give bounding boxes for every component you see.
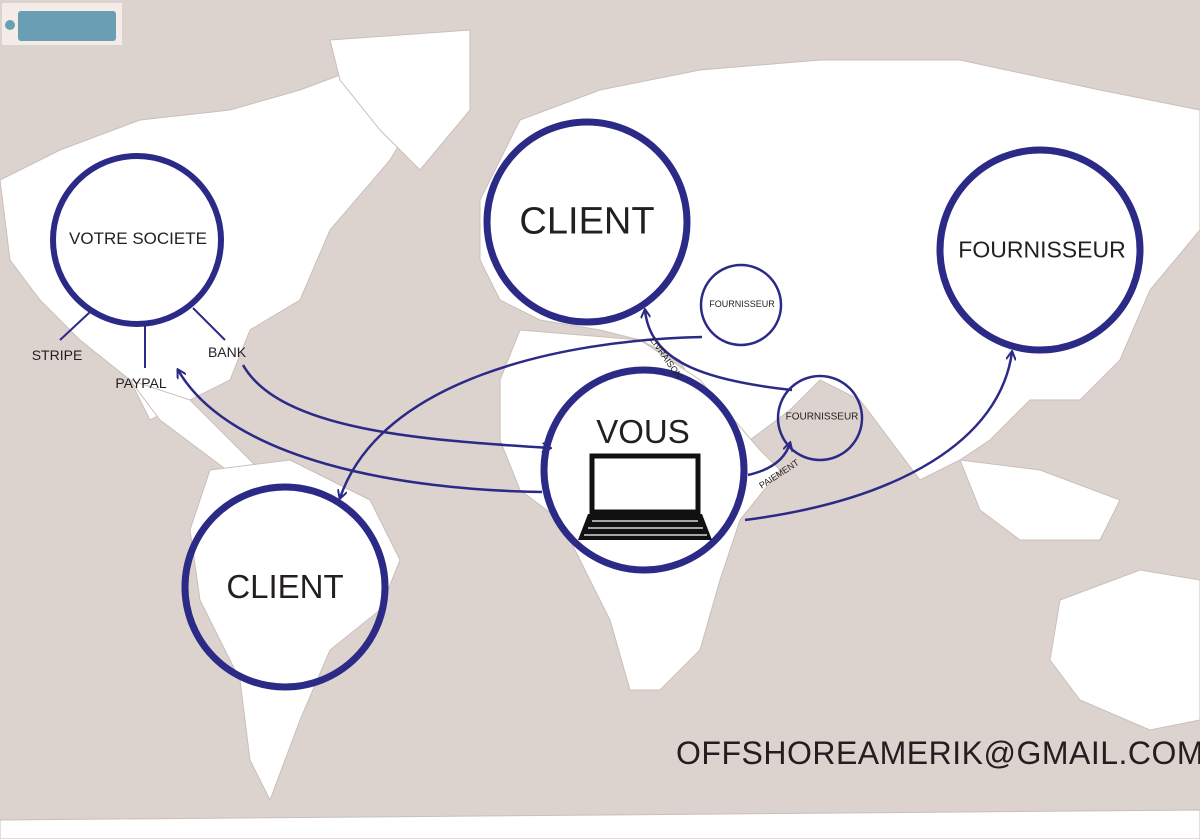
node-vous: VOUS [596, 413, 690, 450]
node-client-south-america: CLIENT [226, 568, 344, 605]
circle-vous [540, 366, 748, 574]
arrow-fournisseur-to-client [340, 335, 703, 498]
circle-client-europe [483, 118, 691, 326]
line-stripe [59, 311, 91, 341]
circle-fournisseur-small-2 [776, 374, 864, 462]
arrow-livraison [645, 310, 793, 392]
node-fournisseur-small-2: FOURNISSEUR [785, 411, 859, 423]
circle-client-south-america [181, 483, 389, 691]
arrow-vous-to-fournisseur-asia [744, 352, 1012, 522]
antarctica [0, 809, 1200, 839]
southeast-asia [959, 459, 1121, 541]
label-paypal: PAYPAL [115, 375, 167, 391]
company-logo [2, 3, 122, 45]
australia [1049, 569, 1200, 731]
node-circles [50, 118, 1144, 691]
label-bank: BANK [207, 344, 247, 360]
circle-votre-societe [50, 153, 224, 327]
line-bank [192, 307, 226, 341]
node-fournisseur-small-1: FOURNISSEUR [709, 299, 775, 309]
circle-fournisseur-small-1 [699, 263, 783, 347]
node-fournisseur-asia: FOURNISSEUR [958, 236, 1126, 263]
laptop-icon [578, 453, 712, 540]
node-client-europe: CLIENT [519, 200, 655, 243]
south-america [189, 459, 401, 802]
greenland [329, 29, 471, 171]
contact-email: OFFSHOREAMERIK@GMAIL.COM [676, 735, 1200, 771]
label-stripe: STRIPE [31, 347, 83, 363]
circle-fournisseur-asia [936, 146, 1144, 354]
node-votre-societe: VOTRE SOCIETE [69, 229, 207, 248]
arrow-bank-to-vous [241, 364, 550, 448]
arrow-vous-to-paypal [178, 370, 543, 494]
connections [59, 307, 1012, 522]
